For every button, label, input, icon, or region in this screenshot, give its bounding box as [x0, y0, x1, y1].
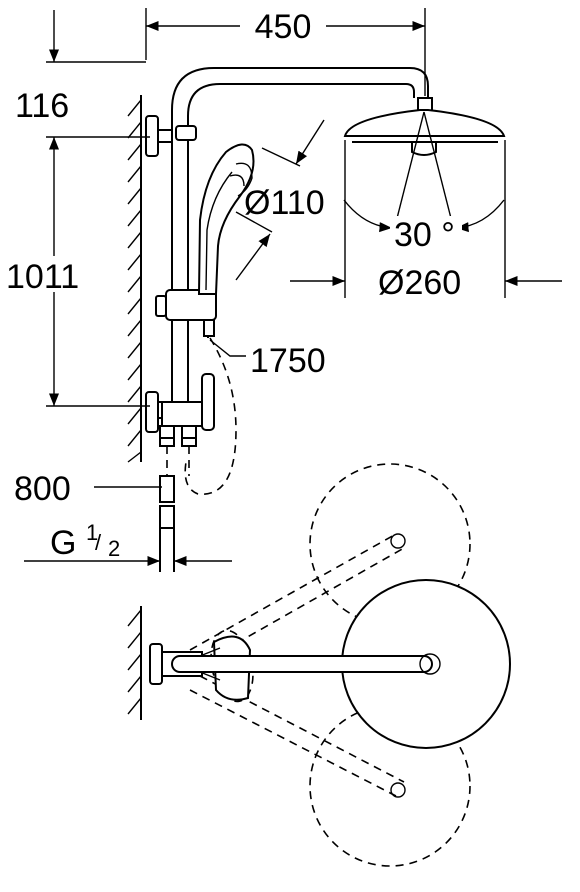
dim-angle: 30 °: [343, 111, 505, 254]
top-view: [127, 463, 511, 867]
svg-text:/: /: [95, 530, 102, 555]
label-1011: 1011: [6, 258, 79, 296]
dim-116: 116: [15, 10, 150, 138]
dim-1011: 1011: [4, 137, 150, 407]
label-head-diameter: Ø260: [378, 264, 461, 302]
dim-800: 800: [14, 470, 162, 508]
front-view: 450 116 1011 800 G 1 / 2: [4, 8, 562, 572]
head-alt-position-lower: [189, 675, 471, 867]
dim-hose: 1750: [209, 339, 326, 380]
label-thread-den: 2: [108, 536, 120, 561]
upper-wall-bracket: [145, 115, 197, 157]
dim-width-450: 450: [145, 8, 426, 96]
label-450: 450: [255, 8, 312, 46]
head-shower: [343, 97, 506, 156]
riser-pipe: [171, 67, 429, 420]
shower-arm-top: [149, 643, 441, 685]
head-alt-position-upper: [189, 463, 471, 665]
supply-fittings: [159, 437, 197, 572]
dim-hand-diameter: Ø110: [235, 119, 325, 281]
wall-hatch-top: [127, 606, 142, 720]
shower-hose: [184, 337, 237, 495]
label-116: 116: [15, 87, 69, 125]
label-hand-diameter: Ø110: [244, 184, 325, 222]
thermostat-body: [145, 373, 215, 439]
label-thread-g: G: [50, 524, 76, 562]
dim-thread: G 1 / 2: [24, 520, 232, 567]
label-hose: 1750: [250, 342, 326, 380]
label-thread-num: 1: [86, 520, 98, 545]
handshower-holder: [155, 289, 217, 338]
hand-shower: [197, 143, 255, 295]
label-800: 800: [14, 470, 71, 508]
wall-hatch-front: [127, 95, 142, 463]
label-angle: 30 °: [394, 216, 455, 254]
dim-head-diameter: Ø260: [290, 140, 562, 302]
